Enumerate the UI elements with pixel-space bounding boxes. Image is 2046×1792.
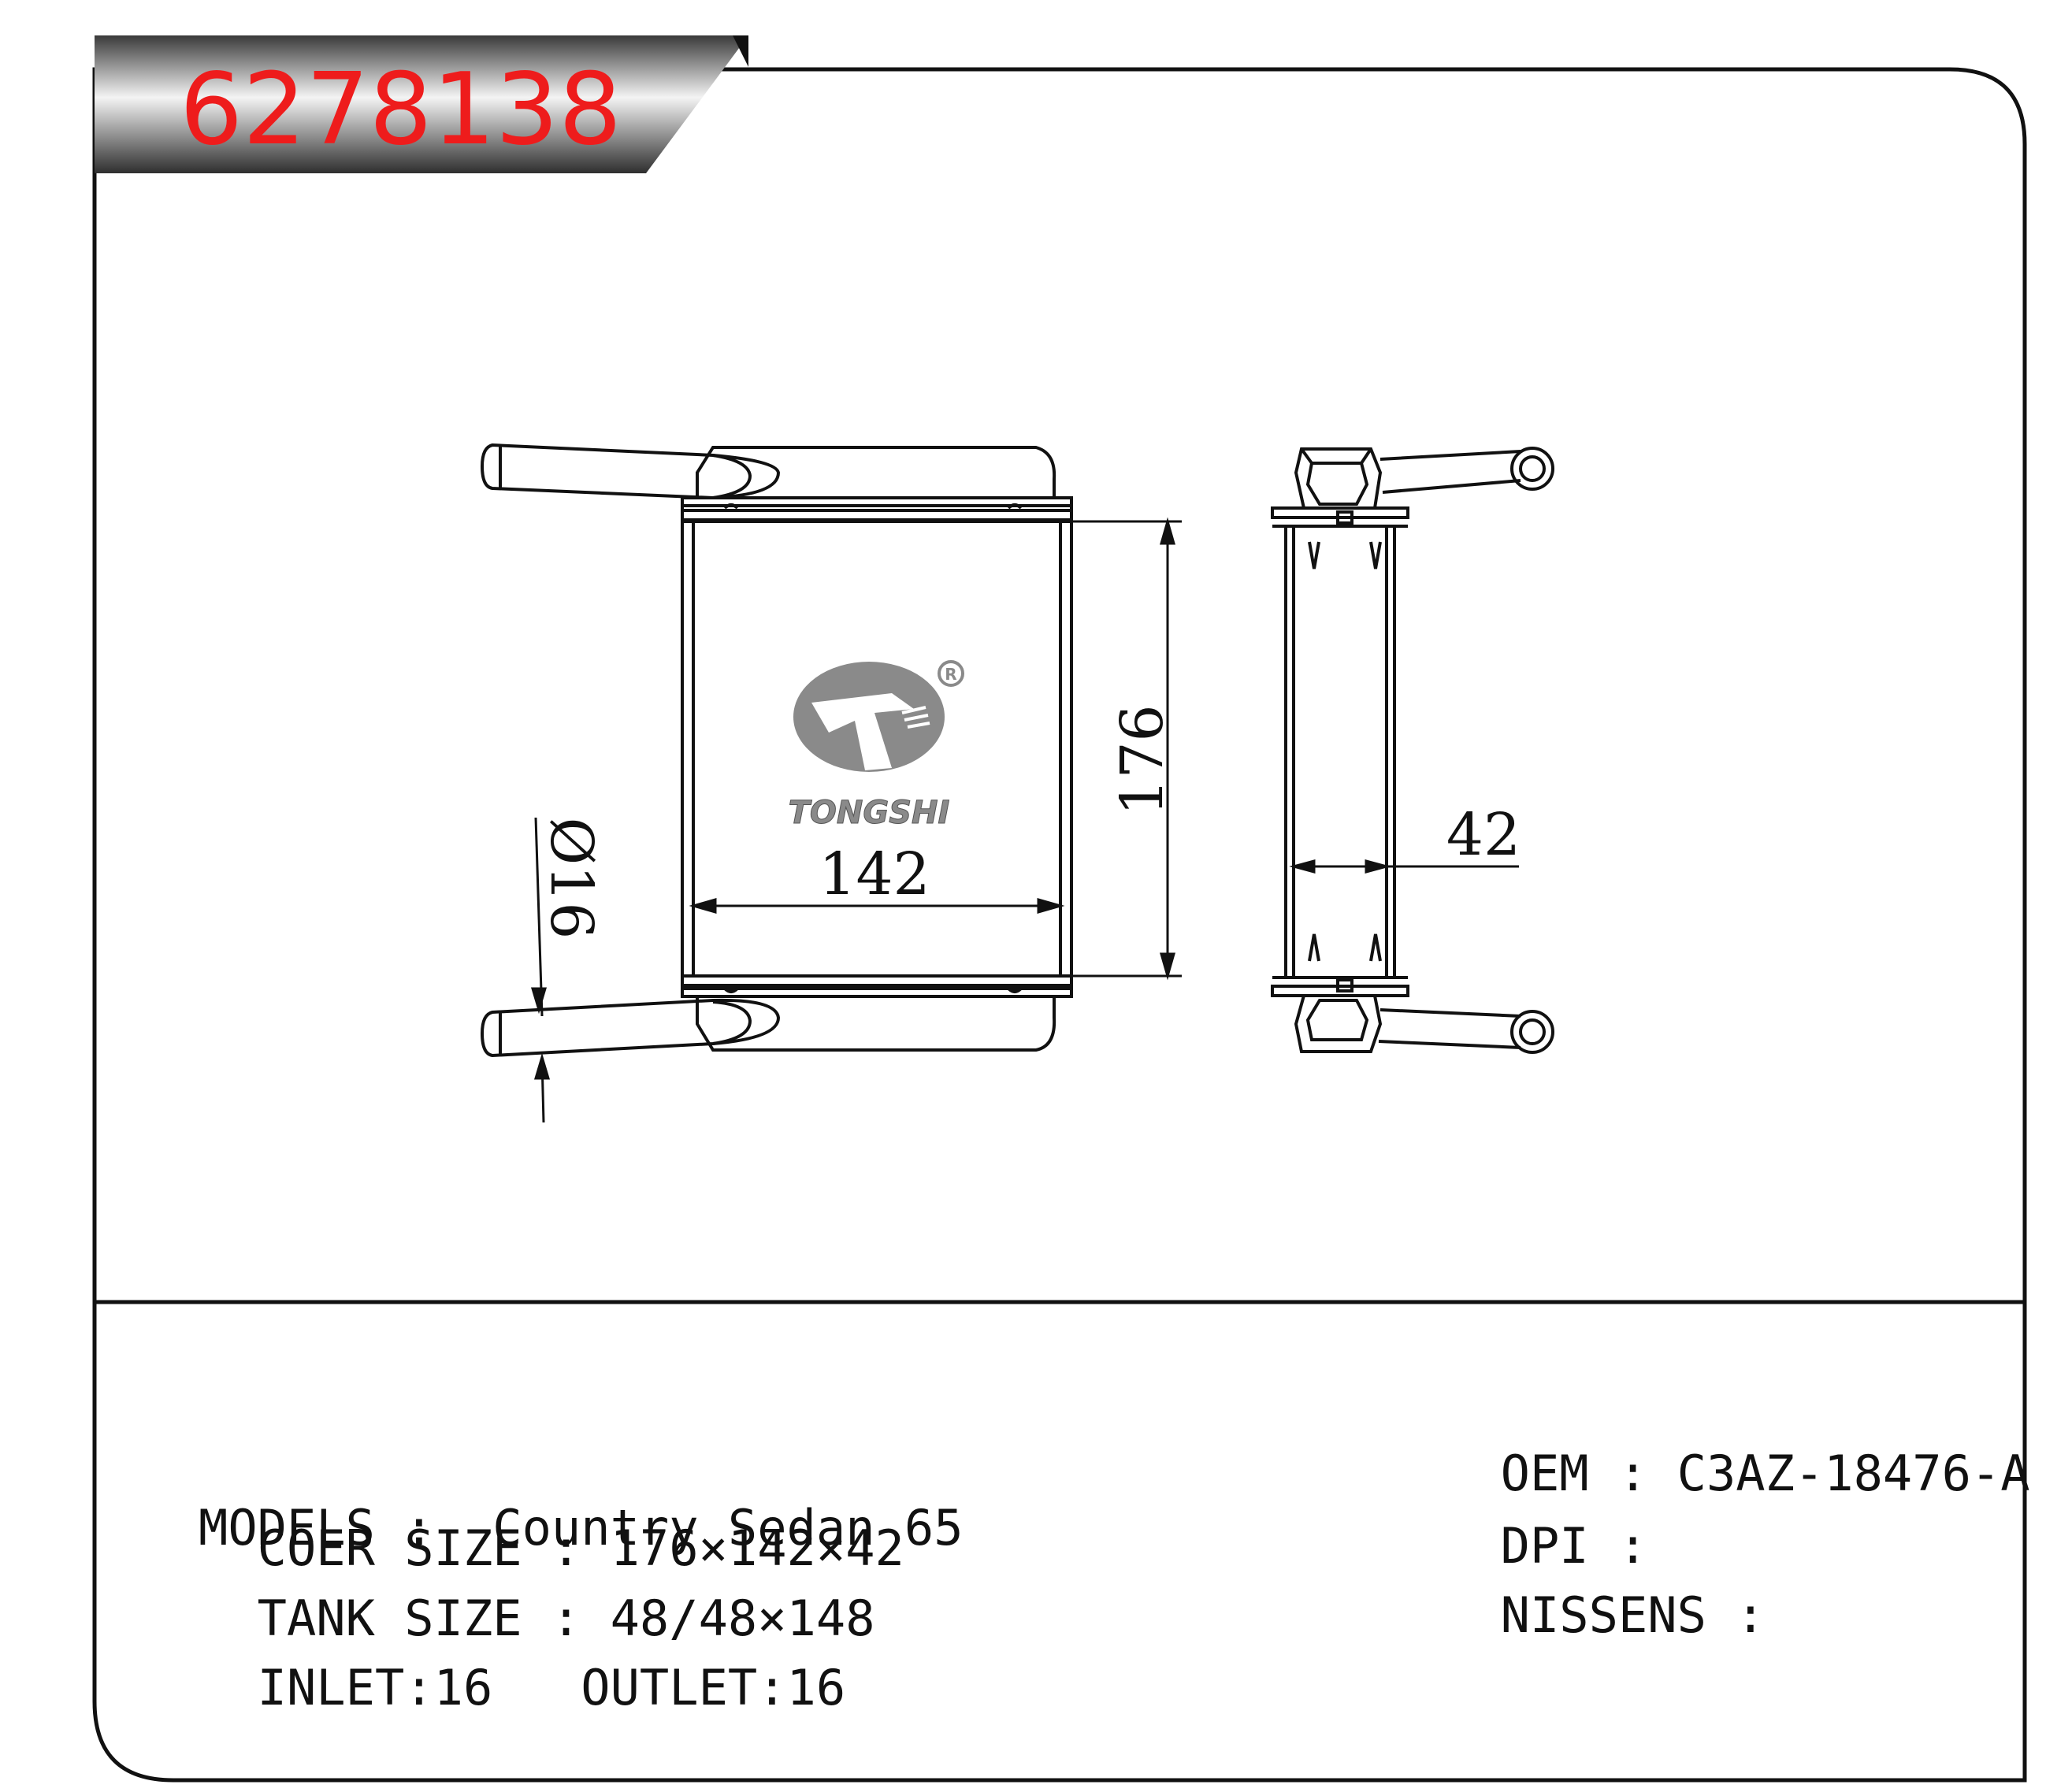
tongshi-logo: R TONGSHI <box>788 660 964 832</box>
specs-left: MODELS : Country Sedan 65 <box>199 1406 964 1601</box>
spec-row-models: MODELS : Country Sedan 65 <box>199 1504 964 1553</box>
specs-left-3: TANK SIZE : 48/48×148 <box>199 1545 875 1643</box>
spec-label: MODELS : <box>199 1499 493 1556</box>
spec-label: TANK SIZE : <box>257 1590 611 1647</box>
specs-left-4: INLET:16 OUTLET:16 <box>199 1615 846 1716</box>
spec-value: 48/48×148 <box>610 1590 875 1647</box>
dimension-depth: 42 <box>1446 801 1521 869</box>
title-banner: 6278138 <box>95 35 748 173</box>
part-number: 6278138 <box>180 51 622 167</box>
dimension-height: 176 <box>1108 704 1176 815</box>
spec-value: OUTLET:16 <box>581 1659 846 1716</box>
spec-value: C3AZ-18476-A <box>1677 1445 2030 1502</box>
registered-mark-icon <box>938 660 964 687</box>
specs-left-2: COER SIZE : 176×142×42 <box>199 1475 904 1573</box>
spec-label: NISSENS : <box>1500 1586 1795 1644</box>
spec-value: 176×142×42 <box>610 1519 904 1577</box>
spec-value: Country Sedan 65 <box>492 1499 964 1556</box>
heater-core-side-view <box>1271 447 1554 1054</box>
specs-right-3: NISSENS : <box>1442 1542 1795 1640</box>
svg-text:R: R <box>945 665 956 684</box>
spec-label: OEM : <box>1500 1445 1677 1502</box>
dimension-width: 142 <box>819 840 930 908</box>
heater-core-front-view <box>480 443 1073 1058</box>
spec-label: INLET:16 <box>257 1659 581 1716</box>
spec-label: COER SIZE : <box>257 1519 611 1577</box>
sheet-frame <box>92 67 2027 1783</box>
dimension-lines <box>530 517 1519 1123</box>
specs-right-2: DPI : <box>1442 1473 1677 1571</box>
logo-wordmark: TONGSHI <box>789 795 950 831</box>
spec-label: DPI : <box>1500 1517 1677 1575</box>
dimension-pipe-diameter: Ø16 <box>537 818 605 940</box>
specs-right-1: OEM : C3AZ-18476-A <box>1442 1401 2030 1498</box>
